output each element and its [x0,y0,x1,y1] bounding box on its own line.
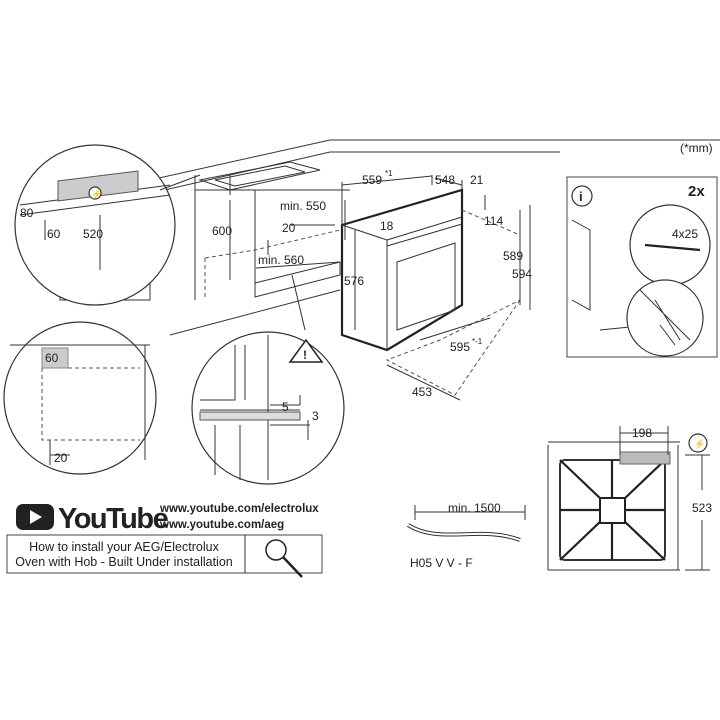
dim-min-550: min. 550 [280,199,326,213]
dim-18: 18 [380,219,394,233]
vent-dim-60: 60 [45,351,59,365]
url-electrolux[interactable]: www.youtube.com/electrolux [159,503,319,515]
dim-60: 60 [47,227,61,241]
fixing-count: 2x [688,183,705,200]
cable-type: H05 V V - F [410,556,473,570]
info-icon [571,185,593,207]
dim-559: 559 [362,173,382,187]
vent-dim-20: 20 [54,451,68,465]
units-note: (*mm) [680,141,713,155]
dim-min-560: min. 560 [258,253,304,267]
detail-circle-top: ⚡ 80 60 520 [14,144,201,306]
cable-drawing: min. 1500 H05 V V - F [406,501,526,570]
dim-576: 576 [344,274,364,288]
dim-548: 548 [435,173,455,187]
dim-594: 594 [512,267,532,281]
video-title-line-1: How to install your AEG/Electrolux [29,540,219,554]
svg-text:i: i [579,189,583,204]
fixing-panel: i 2x 4x25 [566,176,718,358]
play-icon [30,510,42,524]
dim-20: 20 [282,221,296,235]
dim-600: 600 [212,224,232,238]
video-search-box: How to install your AEG/Electrolux Oven … [6,534,323,578]
dim-595-tolerance: *-1 [472,337,483,346]
oven-drawing: 559 *1 548 21 18 114 576 589 594 595 *-1… [340,169,532,401]
gap-dim-5: 5 [282,400,289,414]
gap-dim-3: 3 [312,409,319,423]
screw-size: 4x25 [672,227,698,241]
url-aeg[interactable]: www.youtube.com/aeg [159,519,284,531]
dim-21: 21 [470,173,484,187]
dim-559-tolerance: *1 [385,169,393,178]
detail-circle-gap: ! 5 3 [191,274,345,485]
video-title-line-2: Oven with Hob - Built Under installation [15,555,233,569]
warning-icon [288,338,324,363]
youtube-logo: YouTube [16,503,170,535]
dim-198: 198 [632,426,652,440]
dim-595: 595 [450,340,470,354]
electric-hazard-icon-2: ⚡ [694,438,705,450]
magnifier-icon[interactable] [265,539,303,578]
dim-589: 589 [503,249,523,263]
dim-114: 114 [484,214,503,228]
dim-520: 520 [83,227,103,241]
youtube-brand: YouTube [58,503,169,535]
hob-top-view: ⚡ 198 523 [547,426,712,571]
detail-circle-vent: 60 20 [3,321,157,475]
dim-523: 523 [692,501,712,515]
dim-453: 453 [412,385,432,399]
svg-text:!: ! [303,348,307,362]
dim-80: 80 [20,206,34,220]
cable-length: min. 1500 [448,501,501,515]
electric-hazard-icon: ⚡ [91,188,102,200]
